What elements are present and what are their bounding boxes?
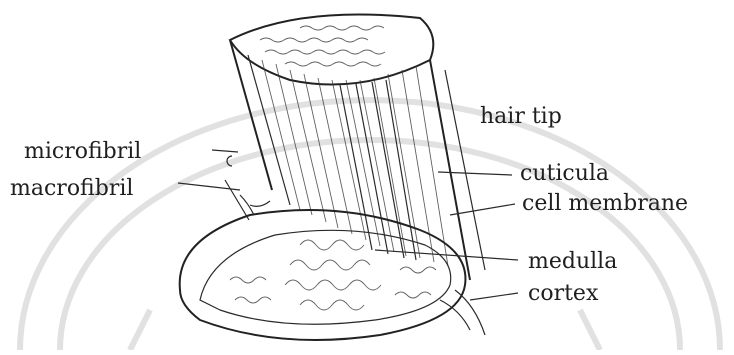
label-medulla: medulla [528, 249, 617, 274]
label-hair-tip: hair tip [480, 104, 562, 129]
label-cuticula: cuticula [520, 161, 609, 186]
watermark [20, 100, 720, 350]
cortex-leader [470, 293, 518, 300]
microfibril-leader [212, 150, 238, 152]
leader-lines [178, 150, 518, 300]
label-macrofibril: macrofibril [10, 176, 133, 201]
label-microfibril: microfibril [24, 139, 141, 164]
cell-membrane-leader [450, 204, 515, 215]
cuticula-leader [438, 172, 512, 175]
label-cell-membrane: cell membrane [522, 191, 688, 216]
hair-shaft-illustration [180, 14, 485, 340]
fibre-strokes [262, 60, 448, 266]
macrofibril-leader [178, 183, 240, 190]
top-texture [260, 26, 385, 66]
label-cortex: cortex [528, 281, 599, 306]
